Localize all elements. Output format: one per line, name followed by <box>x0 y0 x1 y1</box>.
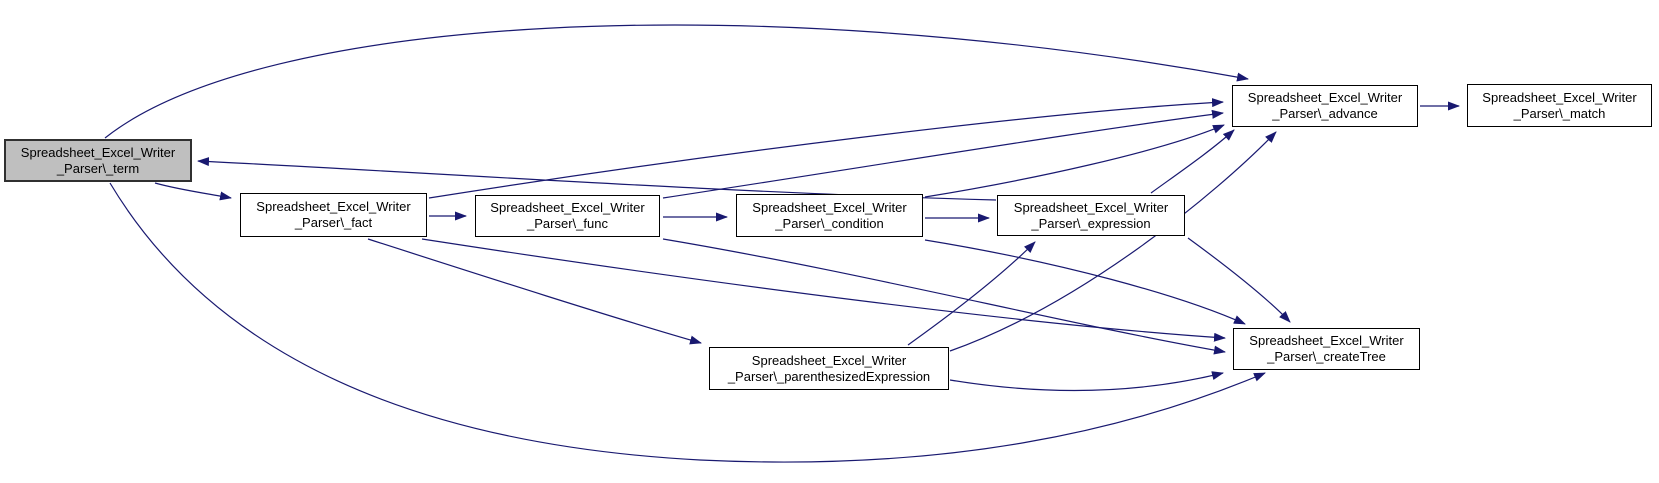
edge-condition-to-createtree <box>924 239 1246 325</box>
edge-func-to-createtree <box>662 238 1226 355</box>
edge-fact-to-createtree <box>421 238 1226 342</box>
node-parser-condition[interactable]: Spreadsheet_Excel_Writer _Parser\_condit… <box>736 194 923 237</box>
node-parenthesized-line1: Spreadsheet_Excel_Writer <box>751 352 907 368</box>
node-parser-expression[interactable]: Spreadsheet_Excel_Writer _Parser\_expres… <box>997 195 1185 236</box>
node-parenthesized-line2: _Parser\_parenthesizedExpression <box>727 368 931 384</box>
node-func-line2: _Parser\_func <box>527 216 608 231</box>
node-match-line1: Spreadsheet_Excel_Writer <box>1482 89 1637 105</box>
node-parser-match[interactable]: Spreadsheet_Excel_Writer _Parser\_match <box>1467 84 1652 127</box>
edge-expression-to-createtree <box>1187 237 1291 323</box>
node-fact-line2: _Parser\_fact <box>294 215 373 230</box>
node-condition-line1: Spreadsheet_Excel_Writer <box>752 199 907 215</box>
edge-func-to-advance <box>662 109 1224 199</box>
node-func-line1: Spreadsheet_Excel_Writer <box>490 200 645 215</box>
node-condition-line2: _Parser\_condition <box>775 215 884 231</box>
node-parser-term[interactable]: Spreadsheet_Excel_Writer _Parser\_term <box>4 139 192 182</box>
node-parser-parenthesized-expression[interactable]: Spreadsheet_Excel_Writer _Parser\_parent… <box>709 347 949 390</box>
edge-expression-to-advance <box>1150 129 1235 194</box>
node-term-line2: _Parser\_term <box>56 160 140 176</box>
node-parser-func[interactable]: Spreadsheet_Excel_Writer _Parser\_func <box>475 195 660 237</box>
node-advance-line1: Spreadsheet_Excel_Writer <box>1247 90 1403 105</box>
edge-term-to-advance <box>104 24 1249 139</box>
node-expression-line2: _Parser\_expression <box>1031 215 1151 231</box>
node-fact-line1: Spreadsheet_Excel_Writer <box>256 199 411 214</box>
node-parser-advance[interactable]: Spreadsheet_Excel_Writer _Parser\_advanc… <box>1232 85 1418 127</box>
node-expression-line1: Spreadsheet_Excel_Writer <box>1013 199 1169 215</box>
node-advance-line2: _Parser\_advance <box>1272 106 1378 121</box>
edge-fact-to-parenthesized <box>367 238 702 345</box>
edge-term-to-createtree <box>109 182 1266 463</box>
edge-term-to-fact <box>154 182 232 201</box>
edge-condition-to-advance <box>924 124 1225 198</box>
node-createtree-line1: Spreadsheet_Excel_Writer <box>1249 333 1404 348</box>
edge-parenthesized-to-createtree <box>949 371 1224 392</box>
edge-parenthesized-to-advance <box>949 131 1277 352</box>
edge-parenthesized-to-expression <box>907 241 1036 346</box>
node-match-line2: _Parser\_match <box>1513 105 1606 121</box>
node-term-line1: Spreadsheet_Excel_Writer <box>20 144 176 160</box>
edge-fact-to-advance <box>428 98 1224 199</box>
node-parser-fact[interactable]: Spreadsheet_Excel_Writer _Parser\_fact <box>240 193 427 237</box>
node-parser-createtree[interactable]: Spreadsheet_Excel_Writer _Parser\_create… <box>1233 328 1420 370</box>
node-createtree-line2: _Parser\_createTree <box>1267 349 1386 364</box>
